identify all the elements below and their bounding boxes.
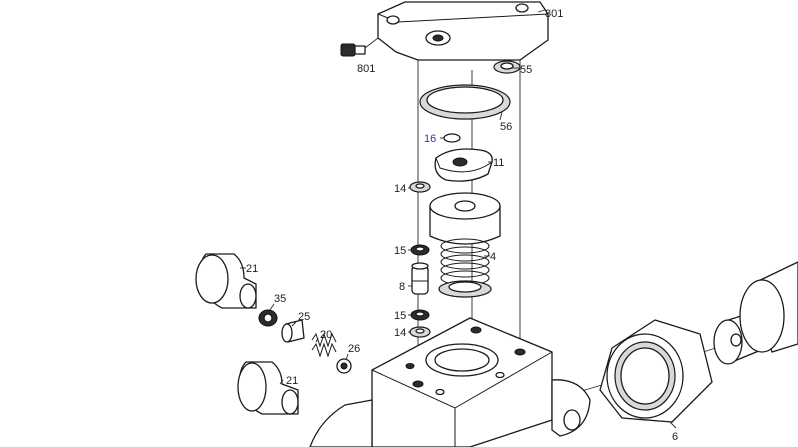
top-cover-801	[377, 1, 549, 61]
plug-21-upper	[195, 253, 257, 309]
label-26: 26	[348, 343, 360, 355]
callout-leaders	[240, 9, 677, 429]
cap-26	[336, 358, 352, 374]
label-801-cover: 801	[545, 8, 563, 20]
pin-8	[411, 262, 429, 295]
plug-21-lower	[237, 361, 299, 415]
ring-16	[443, 133, 461, 143]
washer-14-upper	[409, 181, 431, 193]
label-16: 16	[424, 133, 436, 145]
callout-labels: 801 801 55 56 16 11 14 15 4 8 15 14 21 3…	[246, 8, 678, 443]
label-21-lower: 21	[286, 375, 298, 387]
sleeve-25	[281, 319, 305, 343]
label-6: 6	[672, 431, 678, 443]
label-8: 8	[399, 281, 405, 293]
label-56: 56	[500, 121, 512, 133]
label-4: 4	[490, 251, 496, 263]
cam-plate-11	[434, 148, 493, 182]
oring-15-upper	[410, 244, 430, 256]
label-21-upper: 21	[246, 263, 258, 275]
washer-14-lower	[409, 326, 431, 338]
washer-55	[493, 60, 521, 74]
label-20: 20	[320, 329, 332, 341]
label-15-upper: 15	[394, 245, 406, 257]
label-14-upper: 14	[394, 183, 406, 195]
oring-15-lower	[410, 309, 430, 321]
label-25: 25	[298, 311, 310, 323]
oring-56	[419, 84, 511, 120]
label-11: 11	[493, 157, 504, 169]
fitting-right	[713, 261, 798, 365]
ring-35	[258, 309, 278, 327]
label-14-lower: 14	[394, 327, 406, 339]
spring-assembly-4	[438, 238, 492, 298]
piston-head	[429, 192, 501, 245]
label-15-lower: 15	[394, 310, 406, 322]
pump-housing	[309, 317, 591, 447]
label-801-screw: 801	[357, 63, 375, 75]
label-55: 55	[520, 64, 532, 76]
label-35: 35	[274, 293, 286, 305]
screw-801	[340, 37, 379, 57]
spring-20	[311, 332, 337, 358]
hex-nut-6	[599, 319, 713, 423]
